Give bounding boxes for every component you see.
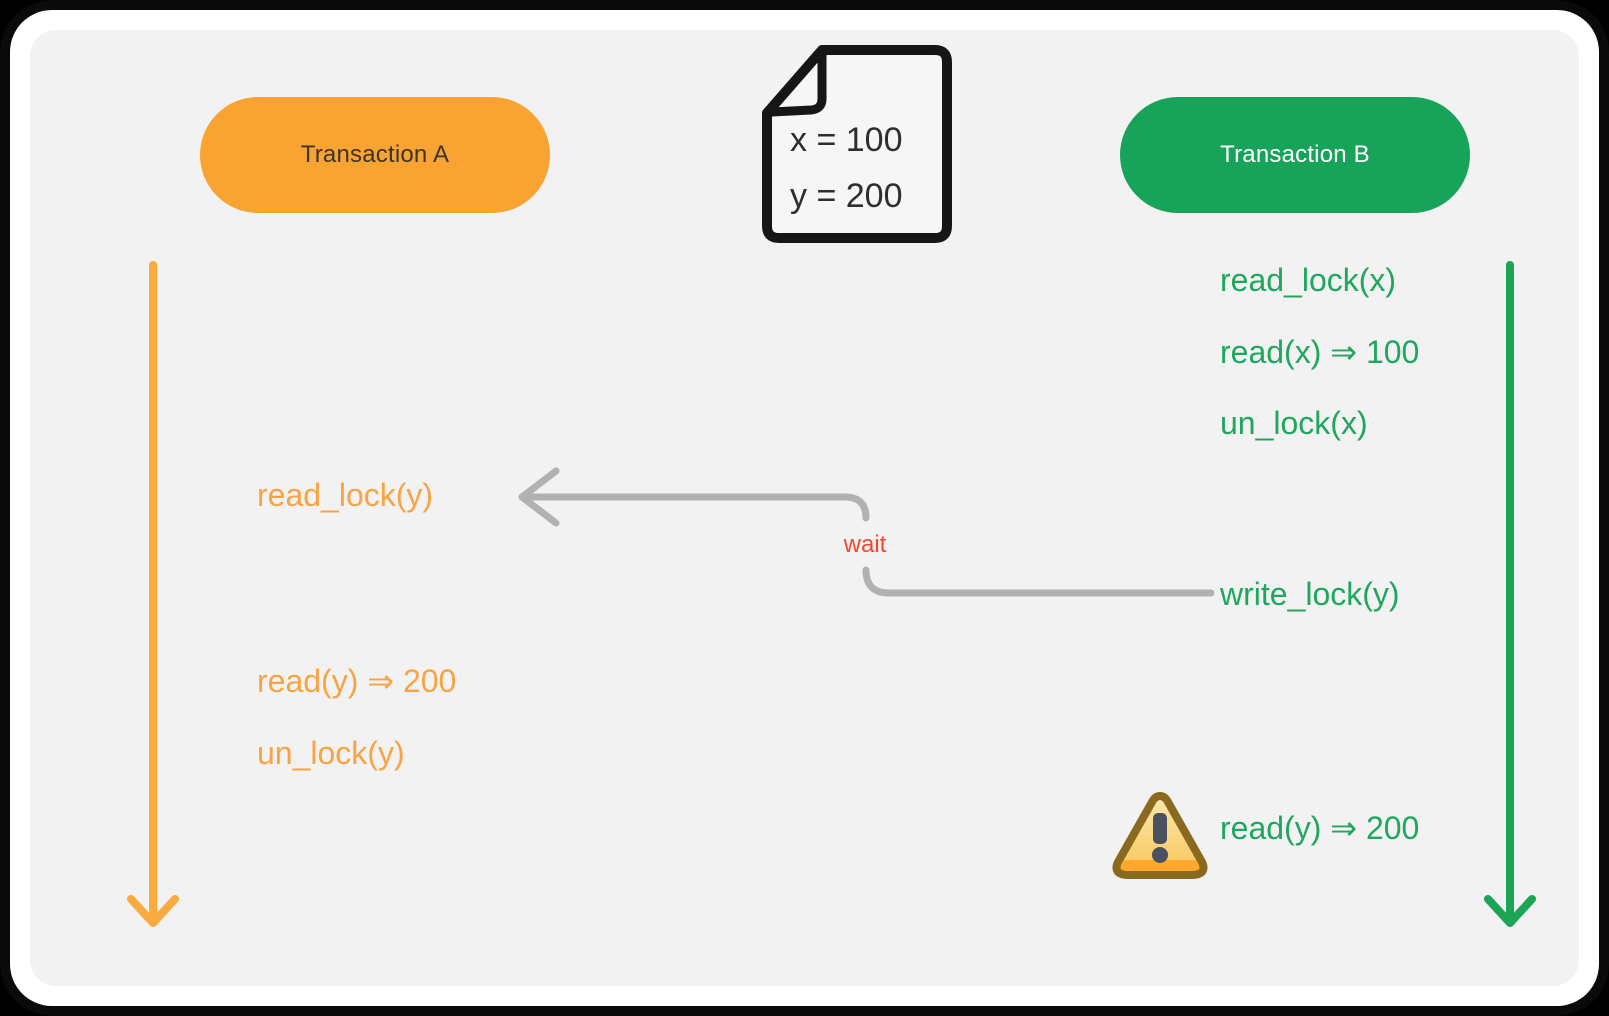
transaction-a-label: Transaction A: [300, 141, 450, 168]
document-value-y: y = 200: [790, 177, 903, 215]
transaction-a-pill: Transaction A: [200, 97, 550, 213]
transaction-b-pill: Transaction B: [1120, 97, 1470, 213]
txb-op-read-y: read(y) ⇒ 200: [1220, 810, 1420, 846]
txa-op-unlock-y: un_lock(y): [257, 735, 405, 771]
txa-op-read-y: read(y) ⇒ 200: [257, 663, 457, 699]
txb-op-unlock-x: un_lock(x): [1220, 405, 1368, 441]
txb-op-read-lock-x: read_lock(x): [1220, 262, 1397, 298]
txb-op-read-x: read(x) ⇒ 100: [1220, 334, 1420, 370]
txb-op-write-lock-y: write_lock(y): [1220, 576, 1400, 612]
document-value-x: x = 100: [790, 121, 903, 159]
txa-op-read-lock-y: read_lock(y): [257, 477, 434, 513]
wait-label: wait: [843, 531, 887, 558]
transaction-b-label: Transaction B: [1220, 141, 1370, 168]
